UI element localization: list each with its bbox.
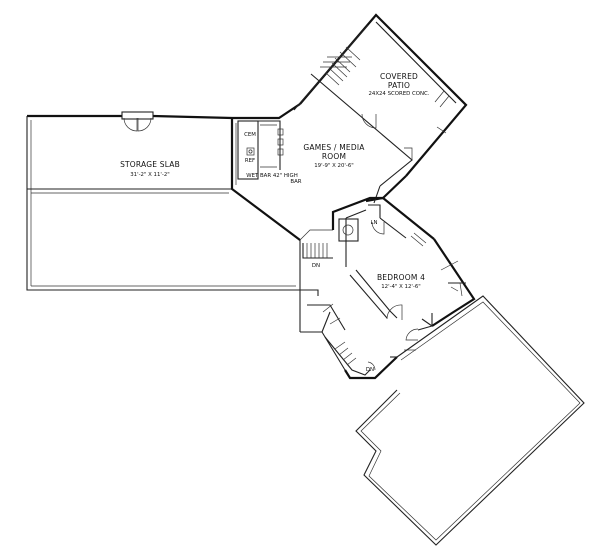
storage-dims: 31'-2" X 11'-2" (130, 172, 170, 178)
bedroom-walls (331, 196, 476, 351)
games-dims: 19'-9" X 20'-6" (314, 163, 354, 169)
storage-name: STORAGE SLAB (120, 160, 180, 169)
bar-label: BAR (290, 179, 301, 185)
patio-name-2: PATIO (388, 81, 410, 90)
storage-doors (121, 111, 154, 132)
ref-label: REF (245, 158, 255, 164)
dn-right-label: DN (366, 367, 374, 373)
linen-label: LN (370, 220, 377, 226)
dn-left-label: DN (312, 263, 320, 269)
room-labels: STORAGE SLAB 31'-2" X 11'-2" GAMES / MED… (120, 72, 430, 373)
patio-note: 24X24 SCORED CONC. (368, 91, 429, 97)
cem-label: CEM (244, 132, 256, 138)
bedroom-name: BEDROOM 4 (377, 273, 425, 282)
bedroom-dims: 12'-4" X 12'-6" (381, 284, 421, 290)
stairs (299, 240, 398, 380)
games-name-2: ROOM (322, 152, 346, 161)
lower-slab (355, 295, 585, 546)
games-name-1: GAMES / MEDIA (303, 143, 365, 152)
storage-slab (26, 114, 301, 291)
patio-name-1: COVERED (380, 72, 418, 81)
wetbar-label: WET BAR 42" HIGH (246, 173, 298, 179)
patio-details (320, 21, 457, 160)
wet-bar (237, 120, 284, 180)
